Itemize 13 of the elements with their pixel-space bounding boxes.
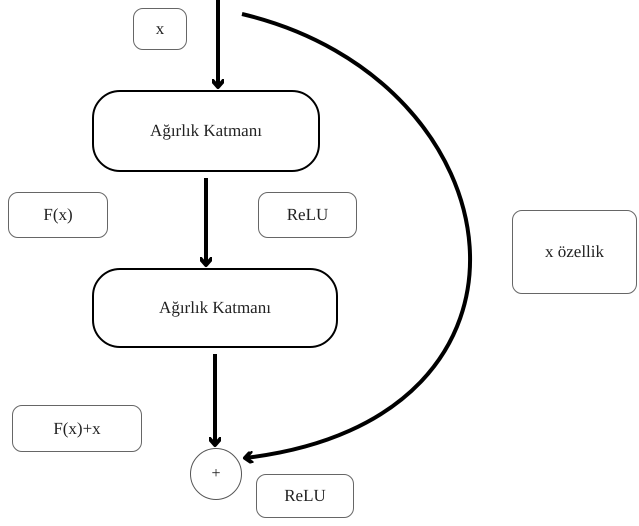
- arrow: [241, 12, 472, 464]
- node-label: Ağırlık Katmanı: [150, 120, 262, 142]
- arrow: [210, 0, 226, 89]
- node-label: F(x): [43, 204, 73, 226]
- node-label: +: [211, 464, 221, 484]
- node-label: ReLU: [284, 485, 326, 507]
- node-label: x: [156, 18, 164, 40]
- node-label: x özellik: [544, 241, 604, 263]
- node-label: Ağırlık Katmanı: [159, 297, 271, 319]
- arrow: [207, 354, 223, 447]
- arrow: [198, 178, 214, 267]
- node-label: F(x)+x: [53, 418, 101, 440]
- node-label: ReLU: [286, 204, 328, 226]
